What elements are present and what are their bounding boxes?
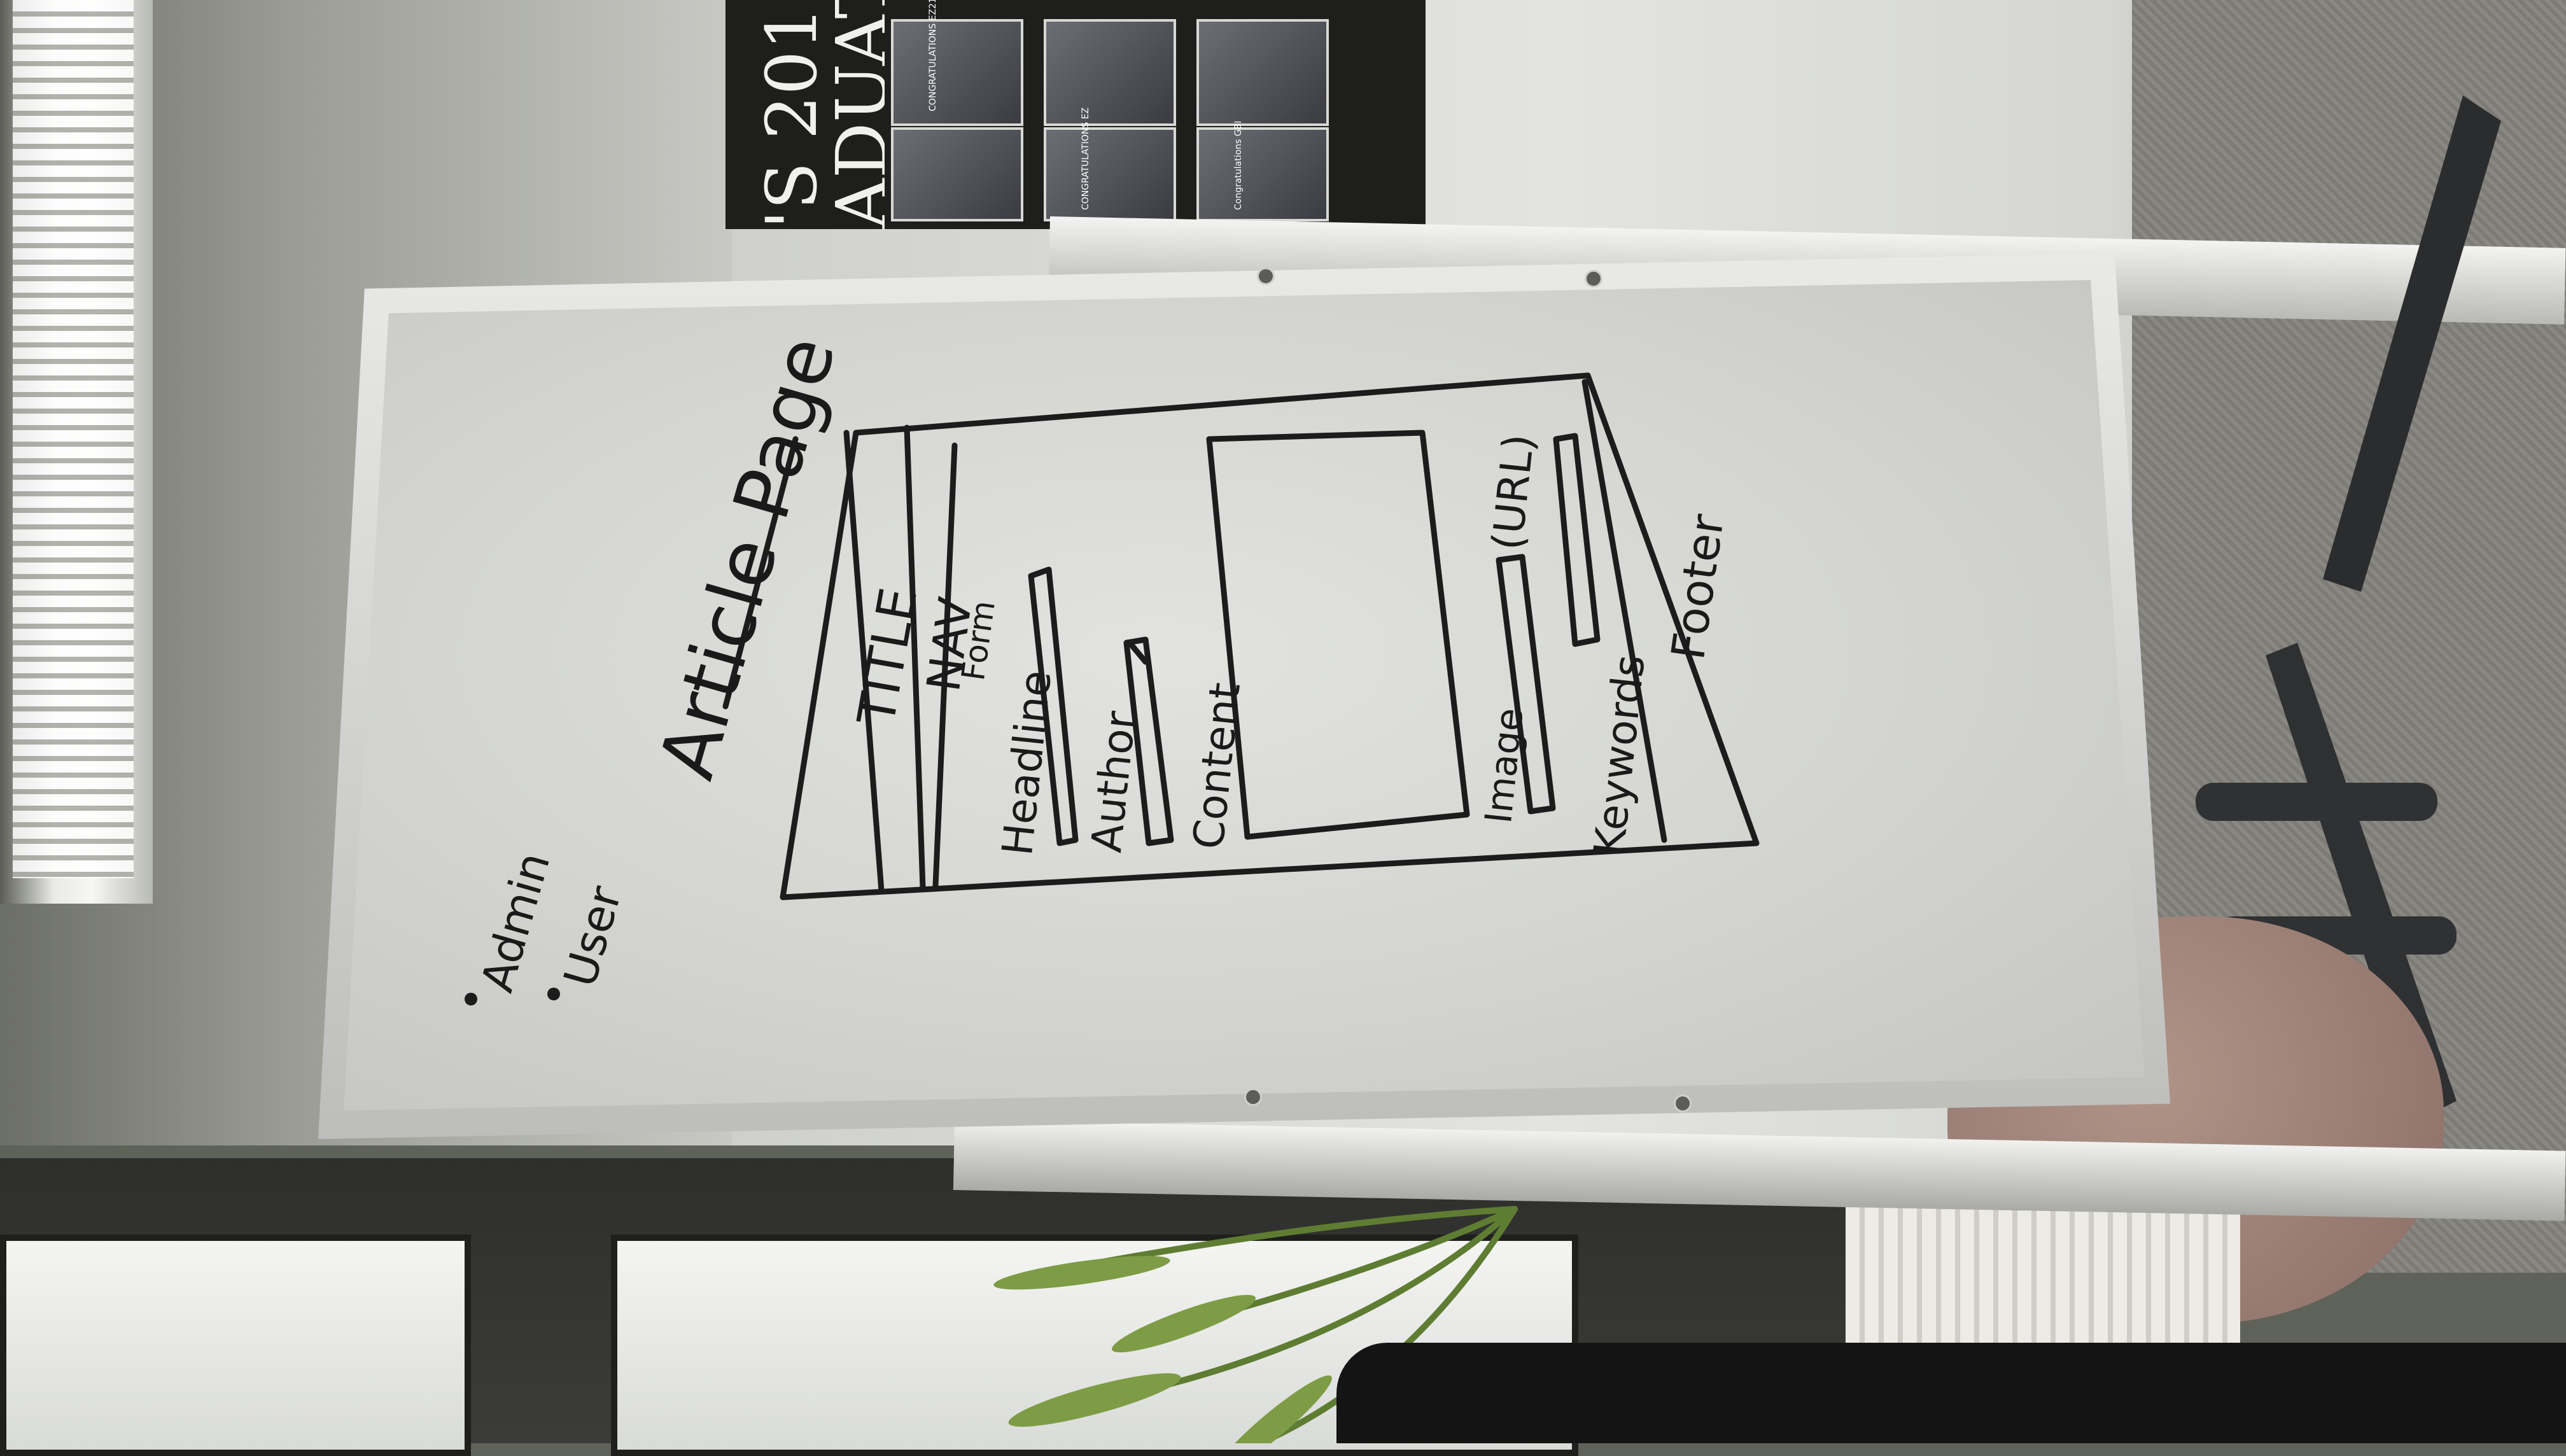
bullet-admin (465, 993, 477, 1005)
mounting-screw (1585, 270, 1602, 288)
title-divider-line (843, 430, 885, 894)
radiator (1846, 1190, 2240, 1355)
keywords-input-box (1553, 433, 1601, 647)
mounting-screw (1257, 267, 1275, 285)
content-textarea-box (1206, 430, 1470, 840)
bullet-user (547, 988, 560, 1000)
wireframe-page-outline (780, 372, 1760, 900)
author-dropdown-mark (1126, 640, 1149, 665)
person-foreground (1336, 1343, 2566, 1443)
image-url-input-box (1496, 554, 1556, 815)
nav-divider-line (904, 424, 926, 891)
whiteboard-surface (344, 280, 2145, 1110)
window-area (0, 1158, 1973, 1456)
potted-plant (993, 1206, 1518, 1443)
poster-photo (891, 19, 1023, 126)
poster-photo (891, 127, 1023, 221)
mounting-screw (1244, 1088, 1262, 1106)
graduation-poster: 'S 201 ADUATE CONGRATULATIONS EZ21 Congr… (726, 0, 1426, 229)
footer-divider-line (1581, 379, 1667, 843)
office-chair-frame (2196, 95, 2501, 1120)
headline-input-box (1028, 566, 1079, 846)
poster-photo (1044, 19, 1176, 126)
title-underline (722, 436, 799, 710)
author-input-box (1123, 636, 1174, 846)
light-diffuser-slats (13, 0, 134, 878)
form-divider-line (932, 442, 958, 889)
poster-photo (1196, 19, 1329, 126)
mounting-screw (1674, 1095, 1692, 1112)
